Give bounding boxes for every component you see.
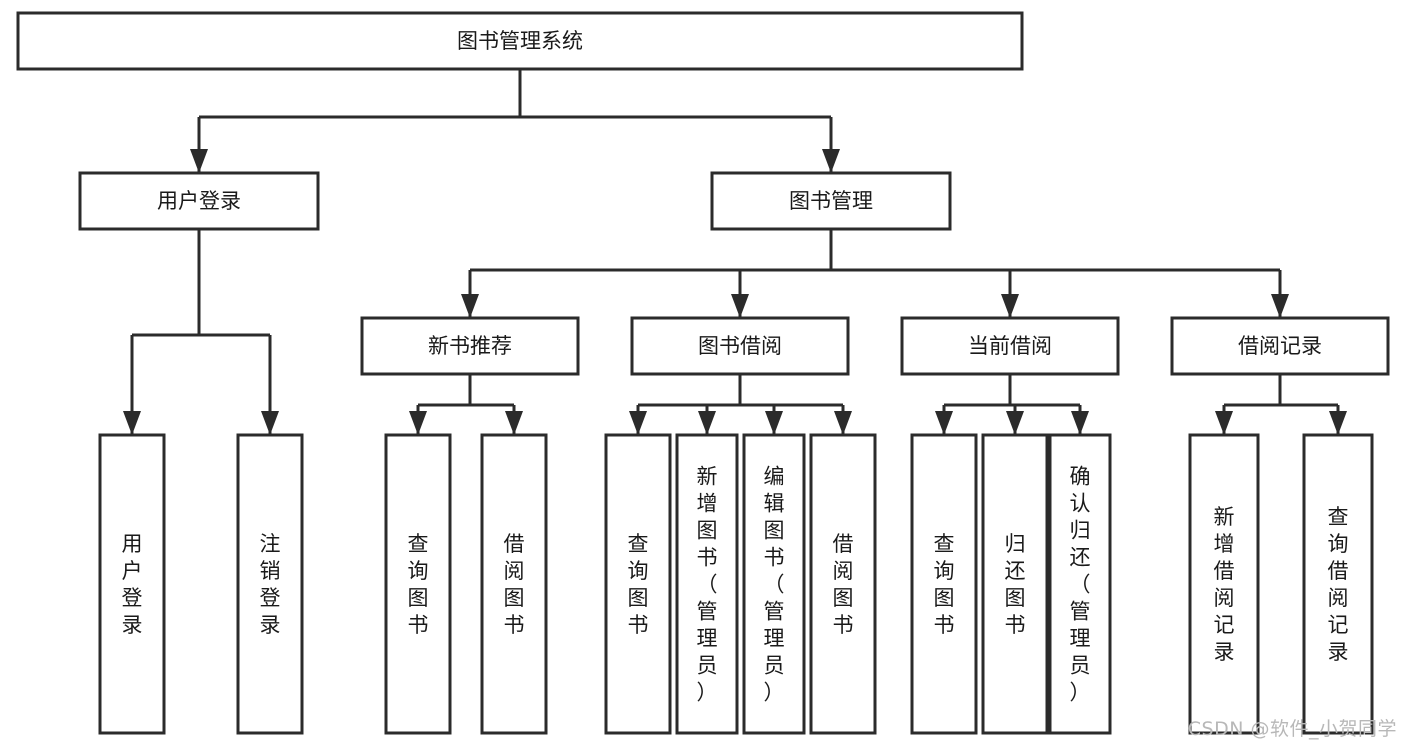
node-box[interactable] [78, 171, 320, 231]
node-leaf-9[interactable]: 归还图书 [981, 433, 1049, 735]
node-box[interactable] [98, 433, 166, 735]
arrow-head-icon [1329, 411, 1347, 435]
node-l3-2[interactable]: 当前借阅 [900, 316, 1120, 376]
node-box[interactable] [630, 316, 850, 376]
node-label: 新增借阅记录 [1214, 505, 1235, 664]
node-box[interactable] [604, 433, 672, 735]
node-box[interactable] [809, 433, 877, 735]
arrow-head-icon [629, 411, 647, 435]
node-label: 归还图书 [1005, 532, 1026, 637]
node-label: 借阅记录 [1238, 334, 1322, 358]
node-label: 查询图书 [628, 532, 649, 637]
node-label: 查询借阅记录 [1328, 505, 1349, 664]
arrow-head-icon [765, 411, 783, 435]
arrow-head-icon [505, 411, 523, 435]
arrow-head-icon [1215, 411, 1233, 435]
node-box[interactable] [236, 433, 304, 735]
arrow-head-icon [409, 411, 427, 435]
node-label: 借阅图书 [504, 532, 525, 637]
node-label: 新增图书（管理员） [697, 465, 718, 705]
csdn-watermark: CSDN @软件_小贺同学 [1187, 718, 1397, 740]
node-label: 图书管理系统 [457, 29, 583, 53]
node-l3-1[interactable]: 图书借阅 [630, 316, 850, 376]
arrow-head-icon [123, 411, 141, 435]
arrow-head-icon [1006, 411, 1024, 435]
node-leaf-11[interactable]: 新增借阅记录 [1188, 433, 1260, 735]
node-box[interactable] [16, 11, 1024, 71]
node-l2-0[interactable]: 用户登录 [78, 171, 320, 231]
node-box[interactable] [710, 171, 952, 231]
node-box[interactable] [480, 433, 548, 735]
node-label: 注销登录 [260, 532, 281, 637]
node-leaf-12[interactable]: 查询借阅记录 [1302, 433, 1374, 735]
node-box[interactable] [900, 316, 1120, 376]
arrow-head-icon [1271, 294, 1289, 318]
node-box[interactable] [1048, 433, 1112, 735]
node-leaf-4[interactable]: 查询图书 [604, 433, 672, 735]
node-label: 查询图书 [408, 532, 429, 637]
node-box[interactable] [1302, 433, 1374, 735]
node-box[interactable] [384, 433, 452, 735]
node-leaf-10[interactable]: 确认归还（管理员） [1048, 433, 1112, 735]
node-l2-1[interactable]: 图书管理 [710, 171, 952, 231]
node-label: 编辑图书（管理员） [764, 465, 785, 705]
arrow-head-icon [1001, 294, 1019, 318]
node-leaf-0[interactable]: 用户登录 [98, 433, 166, 735]
node-root-0[interactable]: 图书管理系统 [16, 11, 1024, 71]
node-label: 图书管理 [789, 189, 873, 213]
node-l3-3[interactable]: 借阅记录 [1170, 316, 1390, 376]
arrow-head-icon [261, 411, 279, 435]
node-box[interactable] [742, 433, 806, 735]
arrow-head-icon [935, 411, 953, 435]
node-leaf-6[interactable]: 编辑图书（管理员） [742, 433, 806, 735]
arrow-head-icon [190, 149, 208, 173]
node-box[interactable] [360, 316, 580, 376]
arrow-head-icon [834, 411, 852, 435]
arrow-head-icon [461, 294, 479, 318]
arrow-head-icon [698, 411, 716, 435]
node-leaf-5[interactable]: 新增图书（管理员） [675, 433, 739, 735]
node-label: 确认归还（管理员） [1070, 465, 1091, 705]
node-leaf-1[interactable]: 注销登录 [236, 433, 304, 735]
nodes-layer: 图书管理系统用户登录图书管理新书推荐图书借阅当前借阅借阅记录用户登录注销登录查询… [16, 11, 1390, 735]
node-box[interactable] [910, 433, 978, 735]
node-box[interactable] [1170, 316, 1390, 376]
edges-layer [123, 69, 1347, 435]
node-label: 当前借阅 [968, 334, 1052, 358]
node-box[interactable] [1188, 433, 1260, 735]
node-leaf-3[interactable]: 借阅图书 [480, 433, 548, 735]
node-label: 用户登录 [157, 189, 241, 213]
node-box[interactable] [981, 433, 1049, 735]
node-label: 图书借阅 [698, 334, 782, 358]
node-leaf-8[interactable]: 查询图书 [910, 433, 978, 735]
node-l3-0[interactable]: 新书推荐 [360, 316, 580, 376]
node-leaf-7[interactable]: 借阅图书 [809, 433, 877, 735]
node-label: 新书推荐 [428, 334, 512, 358]
arrow-head-icon [1071, 411, 1089, 435]
node-leaf-2[interactable]: 查询图书 [384, 433, 452, 735]
node-label: 用户登录 [122, 532, 143, 637]
node-label: 查询图书 [934, 532, 955, 637]
node-label: 借阅图书 [833, 532, 854, 637]
arrow-head-icon [731, 294, 749, 318]
node-box[interactable] [675, 433, 739, 735]
arrow-head-icon [822, 149, 840, 173]
